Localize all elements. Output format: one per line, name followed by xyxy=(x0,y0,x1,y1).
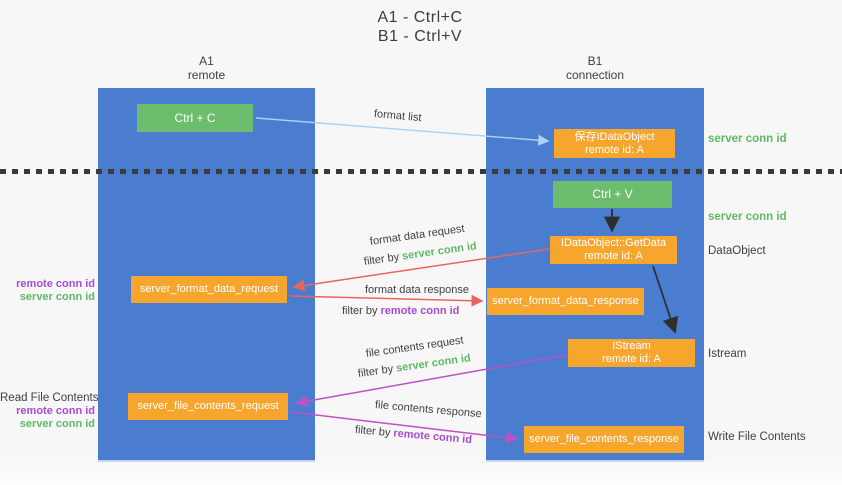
node-server-file-contents-request: server_file_contents_request xyxy=(128,393,288,420)
session-divider xyxy=(0,169,842,174)
column-b1-name: B1 xyxy=(587,54,603,68)
node-ctrl-c-label: Ctrl + C xyxy=(174,110,216,125)
node-file-response-label: server_file_contents_response xyxy=(529,433,679,445)
node-server-format-data-response: server_format_data_response xyxy=(487,288,644,315)
node-ctrl-v: Ctrl + V xyxy=(553,181,672,208)
column-header-b1: B1 connection xyxy=(486,54,704,82)
node-save-idataobject-remote-id: remote id: A xyxy=(585,143,644,156)
node-istream: IStream remote id: A xyxy=(568,339,695,367)
left-conn-id-group-file: Read File Contents remote conn id server… xyxy=(0,392,99,431)
server-conn-id-label-format: server conn id xyxy=(19,291,95,303)
node-ctrl-v-label: Ctrl + V xyxy=(592,187,633,201)
filter-remote-conn-id: remote conn id xyxy=(380,305,460,317)
column-header-a1: A1 remote xyxy=(98,54,315,82)
node-file-request-label: server_file_contents_request xyxy=(137,400,279,412)
left-conn-id-group-format: remote conn id server conn id xyxy=(0,278,95,304)
server-conn-id-label-top: server conn id xyxy=(708,133,787,145)
page-title: A1 - Ctrl+C B1 - Ctrl+V xyxy=(330,8,510,46)
title-line-a1: A1 - Ctrl+C xyxy=(377,9,463,26)
filter-by-text: filter by xyxy=(354,424,391,440)
write-file-contents-label: Write File Contents xyxy=(708,431,806,443)
arrow-format-data-response xyxy=(289,294,484,307)
server-conn-id-label-mid: server conn id xyxy=(708,211,787,223)
node-istream-remote-id: remote id: A xyxy=(602,353,661,365)
node-getdata-label: IDataObject::GetData xyxy=(560,237,667,249)
format-data-response-label: format data response xyxy=(365,284,469,296)
node-save-idataobject: 保存IDataObject remote id: A xyxy=(554,129,675,158)
node-getdata-remote-id: remote id: A xyxy=(584,250,643,262)
filter-server-conn-id: server conn id xyxy=(401,240,478,263)
server-conn-id-label-file: server conn id xyxy=(19,418,95,430)
node-ctrl-c: Ctrl + C xyxy=(137,104,253,132)
remote-conn-id-label-format: remote conn id xyxy=(16,278,95,290)
file-contents-response-label: file contents response xyxy=(374,399,483,421)
dataobject-label: DataObject xyxy=(708,245,766,257)
node-save-idataobject-label: 保存IDataObject xyxy=(574,130,655,143)
node-server-format-data-request: server_format_data_request xyxy=(131,276,287,303)
format-response-filter-label: filter by remote conn id xyxy=(342,305,459,317)
remote-conn-id-label-file: remote conn id xyxy=(16,405,95,417)
filter-server-conn-id: server conn id xyxy=(395,352,472,375)
node-server-file-contents-response: server_file_contents_response xyxy=(524,426,684,453)
node-idataobject-getdata: IDataObject::GetData remote id: A xyxy=(550,236,677,264)
node-istream-label: IStream xyxy=(612,340,651,352)
column-a1-name: A1 xyxy=(199,54,214,68)
filter-by-text: filter by xyxy=(342,305,378,317)
istream-side-label: Istream xyxy=(708,348,747,360)
read-file-contents-label: Read File Contents xyxy=(0,392,99,404)
column-a1-subtitle: remote xyxy=(187,68,226,82)
file-response-filter-label: filter by remote conn id xyxy=(354,424,472,446)
format-list-label: format list xyxy=(373,108,423,125)
filter-by-text: filter by xyxy=(357,363,394,380)
title-line-b1: B1 - Ctrl+V xyxy=(377,28,463,45)
filter-remote-conn-id: remote conn id xyxy=(392,427,473,447)
column-b1-subtitle: connection xyxy=(565,68,625,82)
node-format-request-label: server_format_data_request xyxy=(139,283,279,295)
node-format-response-label: server_format_data_response xyxy=(492,295,639,307)
filter-by-text: filter by xyxy=(363,251,400,268)
